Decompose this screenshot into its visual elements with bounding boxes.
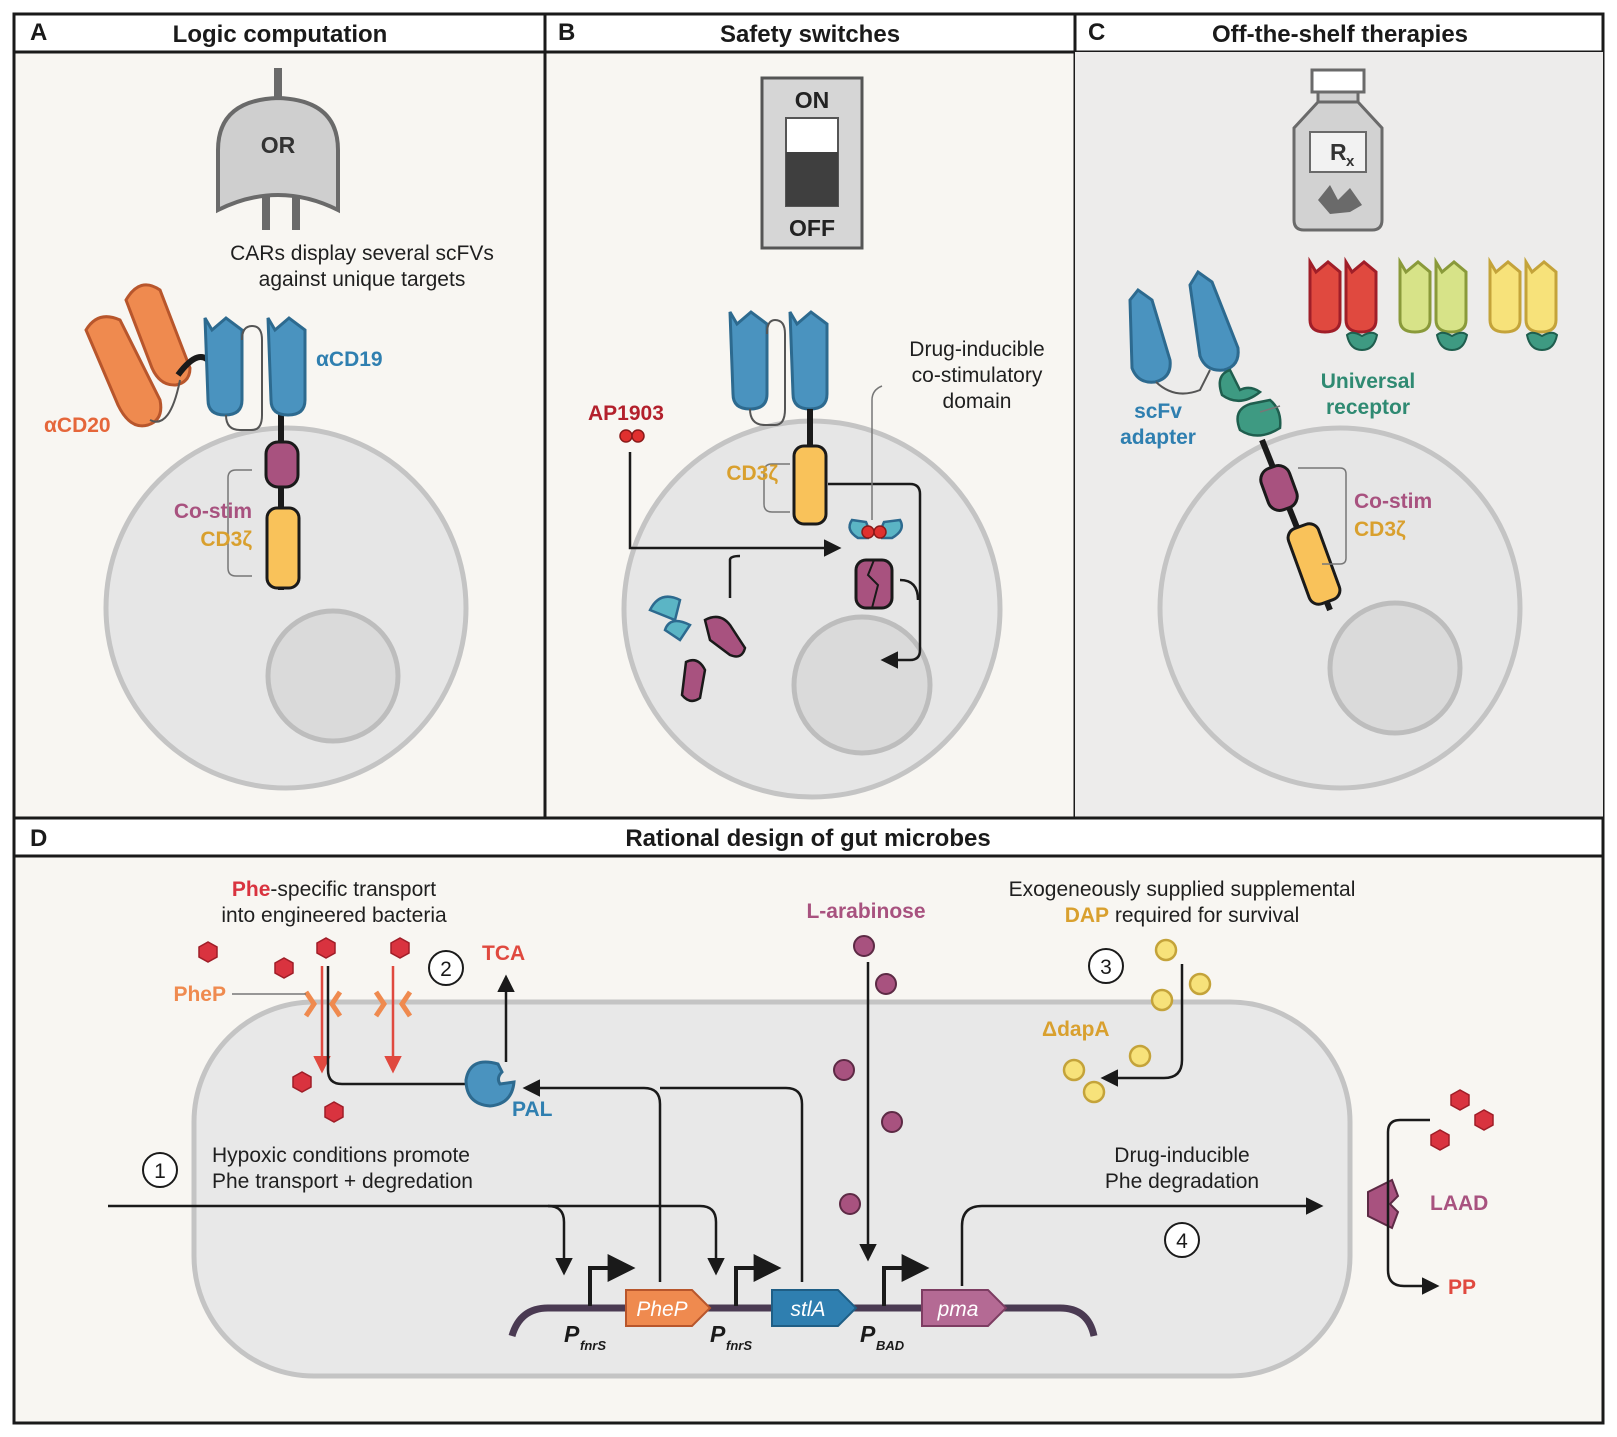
phep-transporter-icon [303, 990, 413, 1018]
panel-b-caption-1: Drug-inducible [909, 338, 1044, 361]
label-ap1903: AP1903 [588, 402, 664, 425]
panel-a-title: Logic computation [173, 21, 388, 48]
phe-word: Phe [232, 878, 271, 901]
label-universal-1: Universal [1321, 370, 1416, 393]
label-universal-2: receptor [1326, 396, 1410, 419]
panel-b-caption-2: co-stimulatory [912, 364, 1043, 387]
gene-stla: stlA [771, 1289, 858, 1327]
adapter-green-icon [1398, 256, 1469, 352]
label-phep: PheP [173, 983, 226, 1006]
label-acd20: αCD20 [44, 414, 111, 437]
label-laad: LAAD [1430, 1192, 1488, 1215]
panel-d-title: Rational design of gut microbes [625, 825, 990, 852]
promoter-3-icon [882, 1254, 930, 1306]
nucleus-a [265, 608, 401, 744]
inactive-costim-fragments-icon [648, 595, 747, 703]
panel-b-title: Safety switches [720, 21, 900, 48]
label-acd19: αCD19 [316, 348, 383, 371]
laad-enzyme-icon [1367, 1178, 1400, 1230]
drug-caption-1: Drug-inducible [1114, 1144, 1249, 1167]
panel-c: R x [1120, 68, 1559, 791]
costim-domain-a [264, 440, 300, 489]
nucleus-c [1327, 600, 1463, 736]
label-tca: TCA [482, 942, 525, 965]
prom1-sub: fnrS [580, 1338, 606, 1353]
exo-rest: required for survival [1109, 904, 1299, 927]
gene-stla-label: stlA [790, 1298, 825, 1321]
hypoxic-caption-2: Phe transport + degredation [212, 1170, 473, 1193]
exo-caption-2: DAP required for survival [1065, 904, 1300, 927]
drug-caption-2: Phe degradation [1105, 1170, 1259, 1193]
panel-b-caption-3: domain [943, 390, 1012, 413]
panel-a-letter: A [30, 19, 47, 46]
switch-on-label: ON [795, 87, 830, 113]
costim-domain-c [1259, 464, 1299, 512]
adapter-red-icon [1308, 256, 1379, 352]
scfv-cd19-icon [203, 316, 307, 431]
dap-molecules-icon [1062, 938, 1212, 1104]
rx-sub: x [1346, 153, 1355, 170]
scfv-adapter-icon [1128, 269, 1240, 395]
cd3z-domain-a [265, 506, 301, 590]
gene-phep-label: PheP [636, 1298, 687, 1321]
rx-main: R [1330, 139, 1347, 165]
step-1: 1 [154, 1160, 166, 1183]
panel-c-letter: C [1088, 19, 1105, 46]
panel-a-caption-1: CARs display several scFVs [230, 242, 494, 265]
prom2-sub: fnrS [726, 1338, 752, 1353]
panel-d: Phe-specific transport into engineered b… [108, 878, 1494, 1379]
hypoxic-caption-1: Hypoxic conditions promote [212, 1144, 470, 1167]
pal-enzyme-icon [464, 1060, 516, 1108]
promoter-2-icon [734, 1254, 782, 1306]
panel-b-letter: B [558, 19, 575, 46]
or-gate-label: OR [261, 132, 296, 158]
cd3z-domain-c [1286, 522, 1342, 606]
adapter-yellow-icon [1488, 256, 1559, 352]
label-cd3z-c: CD3ζ [1354, 518, 1406, 541]
label-cd3z-a: CD3ζ [200, 528, 252, 551]
label-scfv-1: scFv [1134, 400, 1182, 423]
step-4: 4 [1176, 1230, 1188, 1253]
or-gate-icon: OR [216, 68, 340, 230]
gene-pma: pma [921, 1289, 1008, 1327]
label-dapa: ΔdapA [1042, 1018, 1110, 1041]
on-off-switch-icon: ON OFF [760, 76, 864, 250]
label-costim-a: Co-stim [174, 500, 252, 523]
t-cell-c [1157, 425, 1523, 791]
arabinose-molecules-icon [833, 935, 903, 1215]
label-pp: PP [1448, 1276, 1476, 1299]
prom2-main: P [710, 1321, 726, 1347]
step-2: 2 [440, 958, 452, 981]
panel-b: ON OFF CD3ζ [588, 76, 1045, 800]
label-larabinose: L-arabinose [806, 900, 925, 923]
exo-dap: DAP [1065, 904, 1109, 927]
label-scfv-2: adapter [1120, 426, 1196, 449]
label-pal: PAL [512, 1098, 553, 1121]
prom3-sub: BAD [876, 1338, 905, 1353]
car-receptor-b-icon [728, 310, 829, 526]
gene-phep: PheP [625, 1289, 712, 1327]
panel-d-letter: D [30, 825, 47, 852]
panel-a: OR CARs display several scFVs against un… [44, 68, 494, 791]
label-cd3z-b: CD3ζ [726, 462, 778, 485]
prom1-main: P [564, 1321, 580, 1347]
rx-bottle-icon: R x [1292, 68, 1384, 232]
prom3-main: P [860, 1321, 876, 1347]
gene-pma-label: pma [937, 1298, 979, 1321]
label-costim-c: Co-stim [1354, 490, 1432, 513]
phe-caption-2: into engineered bacteria [221, 904, 447, 927]
phe-caption-1: Phe-specific transport [232, 878, 436, 901]
phe-caption-rest: -specific transport [270, 878, 436, 901]
scfv-cd20-icon [84, 283, 221, 428]
drug-inducible-costim-icon [848, 518, 903, 610]
promoter-1-icon [588, 1254, 636, 1306]
nucleus-b [791, 614, 933, 756]
step-3: 3 [1100, 956, 1112, 979]
exo-caption-1: Exogeneously supplied supplemental [1009, 878, 1356, 901]
panel-c-title: Off-the-shelf therapies [1212, 21, 1468, 48]
panel-a-caption-2: against unique targets [259, 268, 466, 291]
switch-off-label: OFF [789, 215, 835, 241]
